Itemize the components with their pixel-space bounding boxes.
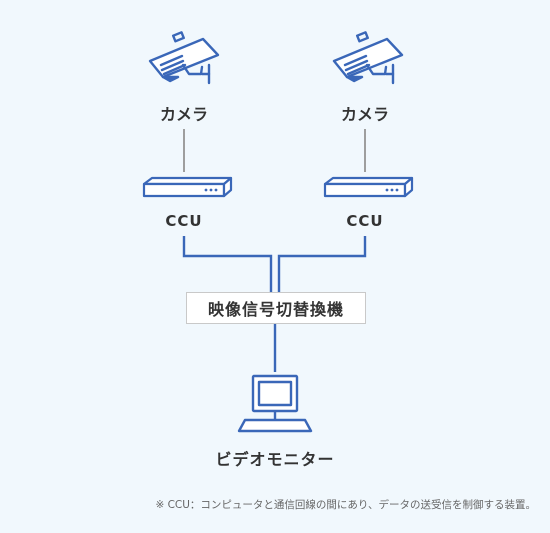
ccu-label: CCU: [346, 212, 384, 230]
ccu-switch-link-left: [182, 236, 273, 292]
camera-label: カメラ: [340, 105, 389, 124]
ccu-device-icon: [323, 176, 414, 198]
camera-icon: [332, 31, 404, 85]
ccu-label: CCU: [165, 212, 203, 230]
monitor-icon: [237, 374, 313, 433]
ccu-device-icon: [142, 176, 233, 198]
camera-label: カメラ: [159, 105, 208, 124]
ccu-switch-link-right: [277, 236, 367, 292]
video-switcher-box: 映像信号切替換機: [186, 292, 366, 324]
footnote: ※ CCU：コンピュータと通信回線の間にあり、データの送受信を制御する装置。: [155, 499, 536, 511]
video-monitor-label: ビデオモニター: [215, 450, 335, 469]
camera-icon: [148, 31, 220, 85]
video-switcher-label: 映像信号切替換機: [207, 300, 344, 319]
